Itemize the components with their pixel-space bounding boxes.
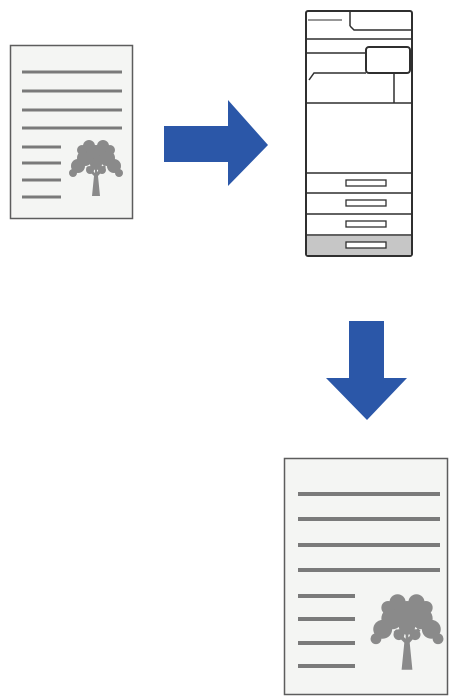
copied-document-icon xyxy=(283,457,449,696)
multifunction-printer-icon xyxy=(305,10,413,257)
document-page xyxy=(9,44,134,220)
drawer-handle xyxy=(345,179,387,187)
drawer-handle xyxy=(345,241,387,249)
right-arrow-icon xyxy=(164,100,268,186)
drawer-handle xyxy=(345,220,387,228)
original-document-icon xyxy=(9,44,134,220)
document-page xyxy=(283,457,449,696)
control-panel xyxy=(365,46,411,74)
down-arrow-icon xyxy=(326,321,407,420)
drawer-handle xyxy=(345,199,387,207)
